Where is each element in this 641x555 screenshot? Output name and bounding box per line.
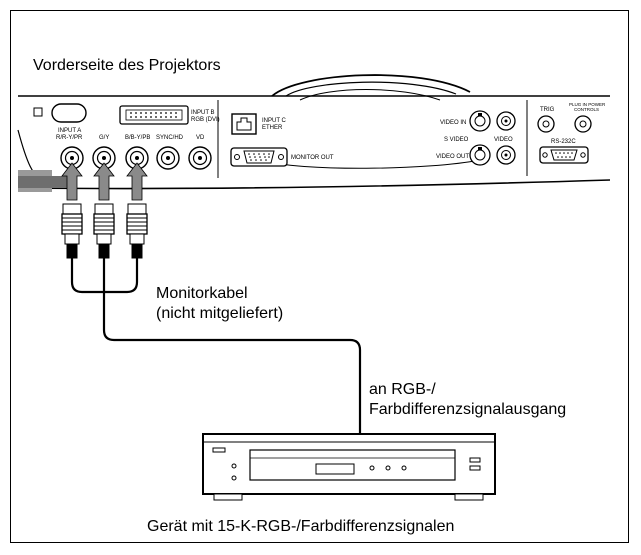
rgb-device bbox=[202, 433, 496, 501]
output-label-line1: an RGB-/ bbox=[369, 381, 436, 398]
cable-label-line2: (nicht mitgeliefert) bbox=[156, 305, 284, 322]
video-in-s-video-jack bbox=[469, 110, 491, 132]
label-video: VIDEO bbox=[494, 137, 513, 143]
device-label: Gerät mit 15-K-RGB-/Farbdifferenzsignale… bbox=[147, 518, 455, 535]
video-out-video-jack bbox=[496, 145, 516, 165]
label-vd: VD bbox=[196, 135, 205, 141]
device-button-icon bbox=[369, 465, 375, 471]
label-rgb-dvi: RGB (DVI) bbox=[191, 117, 220, 123]
bnc-plug-icon bbox=[61, 203, 83, 259]
label-video-out: VIDEO OUT bbox=[436, 154, 469, 160]
monitor-cable bbox=[70, 258, 362, 434]
label-g-y: G/Y bbox=[99, 135, 109, 141]
bnc-jack-g-y bbox=[92, 146, 116, 170]
power-button-icon bbox=[212, 447, 226, 453]
bnc-plugs bbox=[61, 203, 148, 259]
label-video-in: VIDEO IN bbox=[440, 120, 466, 126]
oval-button-icon bbox=[51, 103, 87, 123]
bnc-jack-vd bbox=[188, 146, 212, 170]
insert-arrows bbox=[61, 162, 148, 201]
controls-jack bbox=[574, 115, 592, 133]
label-b-by-pb: B/B-Y/PB bbox=[125, 135, 150, 141]
bnc-jack-sync-hd bbox=[156, 146, 180, 170]
insert-arrow-icon bbox=[61, 162, 83, 201]
diagram-frame bbox=[10, 10, 629, 543]
insert-arrow-icon bbox=[93, 162, 115, 201]
label-plug-in-power: PLUG IN POWER bbox=[569, 102, 606, 107]
projector-front: INPUT A R/R-Y/PR G/Y B/B-Y/PB SYNC/HD VD… bbox=[17, 74, 611, 192]
video-out-s-video-jack bbox=[469, 144, 491, 166]
label-ether: ETHER bbox=[262, 125, 283, 131]
label-s-video: S VIDEO bbox=[444, 137, 469, 143]
device-button-icon bbox=[401, 465, 407, 471]
projector-front-title: Vorderseite des Projektors bbox=[33, 57, 221, 74]
label-sync-hd: SYNC/HD bbox=[156, 135, 184, 141]
label-input-b: INPUT B bbox=[191, 110, 215, 116]
label-controls: CONTROLS bbox=[574, 107, 599, 112]
device-display-icon bbox=[315, 463, 355, 475]
device-foot bbox=[454, 493, 484, 501]
insert-arrow-icon bbox=[126, 162, 148, 201]
label-trig: TRIG bbox=[540, 107, 555, 113]
label-r-ry-pr: R/R-Y/PR bbox=[56, 135, 83, 141]
indicator-icon bbox=[33, 107, 43, 117]
label-input-c: INPUT C bbox=[262, 118, 287, 124]
rs232c-port-icon bbox=[539, 146, 589, 164]
device-button-icon bbox=[385, 465, 391, 471]
monitor-out-port-icon bbox=[230, 147, 288, 167]
label-rs232c: RS-232C bbox=[551, 139, 576, 145]
label-input-a: INPUT A bbox=[58, 128, 81, 134]
bnc-jack-input-a bbox=[60, 146, 84, 170]
device-foot bbox=[213, 493, 243, 501]
trig-jack bbox=[537, 115, 555, 133]
bnc-plug-icon bbox=[126, 203, 148, 259]
video-in-video-jack bbox=[496, 111, 516, 131]
label-monitor-out: MONITOR OUT bbox=[291, 155, 334, 161]
cable-label-line1: Monitorkabel bbox=[156, 285, 248, 302]
bnc-plug-icon bbox=[93, 203, 115, 259]
output-label-line2: Farbdifferenzsignalausgang bbox=[369, 401, 567, 418]
